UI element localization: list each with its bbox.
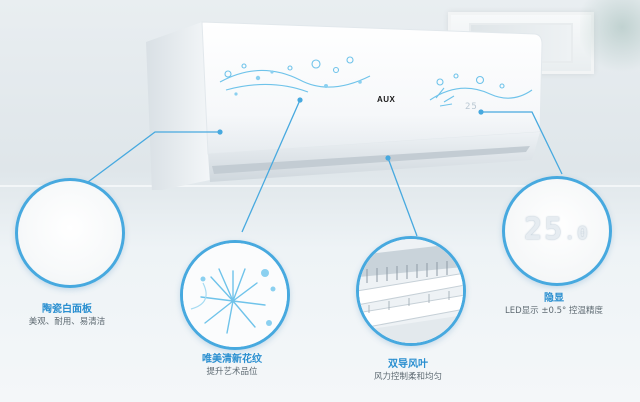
feature-subtitle-panel: 美观、耐用、易清洁 (28, 317, 106, 327)
feature-circle-display: 25.0 (502, 176, 612, 286)
feature-subtitle-display: LED显示 ±0.5° 控温精度 (505, 306, 603, 316)
display-readout-main: 25 (524, 212, 565, 247)
led-digit-display-icon: 25.0 (505, 212, 609, 247)
feature-subtitle-louver: 风力控制柔和均匀 (373, 372, 442, 382)
background-horizon (0, 185, 640, 187)
feature-caption-pattern: 唯美清新花纹 提升艺术品位 (172, 353, 292, 379)
ac-pattern-dots (234, 70, 362, 96)
background-plant (580, 0, 640, 90)
snowflake-pattern-icon (183, 243, 287, 347)
feature-subtitle-pattern: 提升艺术品位 (206, 367, 258, 377)
ac-temperature-display: 25 (465, 102, 478, 112)
ac-front-panel (201, 21, 543, 155)
feature-circle-panel (15, 178, 125, 288)
feature-caption-display: 隐显 LED显示 ±0.5° 控温精度 (484, 292, 624, 318)
feature-caption-louver: 双导风叶 风力控制柔和均匀 (348, 358, 468, 384)
feature-circle-louver (356, 236, 466, 346)
louver-blades-icon (359, 239, 463, 343)
ac-air-outlet (212, 146, 530, 174)
feature-title-pattern: 唯美清新花纹 (202, 354, 262, 365)
feature-title-display: 隐显 (544, 293, 564, 304)
feature-title-louver: 双导风叶 (388, 359, 428, 370)
ac-pattern-right (429, 73, 533, 107)
anchor-dot-louver (385, 155, 391, 161)
anchor-dot-display (478, 109, 484, 115)
ac-body-illustration (146, 21, 543, 190)
leader-line-louver (387, 157, 418, 237)
leader-line-pattern (241, 99, 301, 233)
feature-caption-panel: 陶瓷白面板 美观、耐用、易清洁 (5, 303, 129, 329)
ac-left-cap (146, 22, 210, 190)
brand-logo: AUX (377, 95, 396, 104)
display-readout-decimal: .0 (564, 223, 590, 244)
anchor-dot-pattern (297, 97, 303, 103)
ac-pattern-left (219, 56, 371, 93)
anchor-dot-panel (217, 129, 223, 135)
feature-circle-pattern (180, 240, 290, 350)
feature-title-panel: 陶瓷白面板 (42, 304, 92, 315)
leader-line-panel (87, 131, 218, 183)
air-conditioner-unit (140, 20, 545, 190)
leader-line-display (480, 111, 563, 175)
